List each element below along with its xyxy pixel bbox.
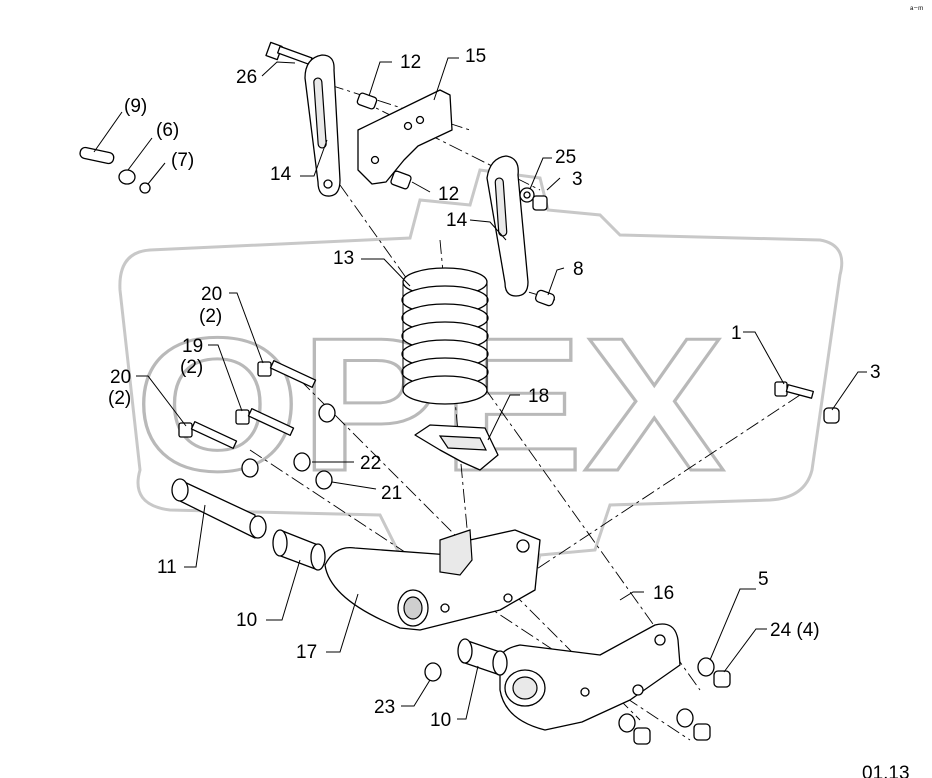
bushing-12-top [356, 92, 378, 110]
nut-24-b [633, 727, 651, 745]
nut-24-a [713, 670, 731, 688]
callout-8: 8 [573, 259, 584, 280]
callout-9: (9) [124, 96, 147, 117]
arm-17 [324, 529, 541, 631]
callout-15: 15 [465, 46, 486, 67]
bolt-1 [774, 381, 788, 397]
callout-7: (7) [171, 150, 194, 171]
callout-12-lower: 12 [438, 184, 459, 205]
callout-20-upper: 20 [201, 284, 222, 305]
spring-13 [401, 267, 489, 405]
callout-20-upper-qty: (2) [199, 306, 222, 327]
bushing-10-lower [457, 638, 508, 676]
leader-lines [93, 57, 867, 720]
pin-8 [534, 289, 556, 307]
callout-18: 18 [528, 386, 549, 407]
plate-16 [498, 623, 681, 731]
callout-5: 5 [758, 569, 769, 590]
callout-17: 17 [296, 642, 317, 663]
callout-14-right: 14 [446, 210, 468, 231]
washer-lower-b [676, 708, 694, 728]
callout-13: 13 [333, 248, 354, 269]
callout-23: 23 [374, 697, 395, 718]
callout-6: (6) [156, 120, 179, 141]
callout-10-upper: 10 [236, 610, 257, 631]
tube-11 [171, 478, 267, 539]
callout-24: 24 (4) [770, 620, 820, 641]
washer-22 [293, 452, 311, 472]
bolt-20-lower [178, 422, 193, 438]
sheet-reference: 01.13 [862, 763, 910, 778]
callout-19: 19 [182, 336, 203, 357]
bolt-26 [265, 41, 313, 66]
callout-14-left: 14 [270, 164, 292, 185]
pin-9 [79, 146, 115, 165]
clip-7 [139, 182, 151, 194]
washer-6 [118, 169, 136, 185]
washer-5 [697, 657, 715, 677]
callout-25: 25 [555, 147, 576, 168]
callout-20-lower-qty: (2) [108, 388, 131, 409]
corner-mark: ᵃ⁻ᵐ [910, 4, 923, 14]
bushing-12-lower [390, 170, 412, 190]
nut-3-top [532, 195, 548, 211]
callout-22: 22 [360, 453, 381, 474]
nut-24-c [693, 723, 711, 741]
bolt-19 [235, 409, 250, 425]
bushing-10-upper [272, 529, 326, 571]
washer-lower-a [618, 713, 636, 733]
callout-21: 21 [381, 483, 402, 504]
callout-labels: 26 12 15 (9) (6) (7) 14 12 25 3 14 13 8 … [108, 46, 881, 731]
callout-26: 26 [236, 67, 257, 88]
callout-3-right: 3 [870, 362, 881, 383]
callout-11: 11 [157, 557, 177, 578]
bushing-23 [424, 662, 442, 682]
callout-3-top: 3 [572, 169, 583, 190]
callout-1: 1 [731, 323, 742, 344]
callout-16: 16 [653, 583, 674, 604]
callout-12-top: 12 [400, 52, 421, 73]
plate-15 [357, 89, 453, 185]
callout-20-lower: 20 [110, 367, 131, 388]
callout-19-qty: (2) [180, 357, 203, 378]
watermark-gear-outline [118, 168, 844, 592]
bolt-20-upper [257, 361, 272, 377]
parts [79, 41, 840, 745]
washer-upper [318, 403, 336, 423]
callout-10-lower: 10 [430, 710, 451, 731]
washer-left [241, 458, 259, 478]
washer-21 [315, 470, 333, 490]
nut-3-right [823, 407, 840, 424]
